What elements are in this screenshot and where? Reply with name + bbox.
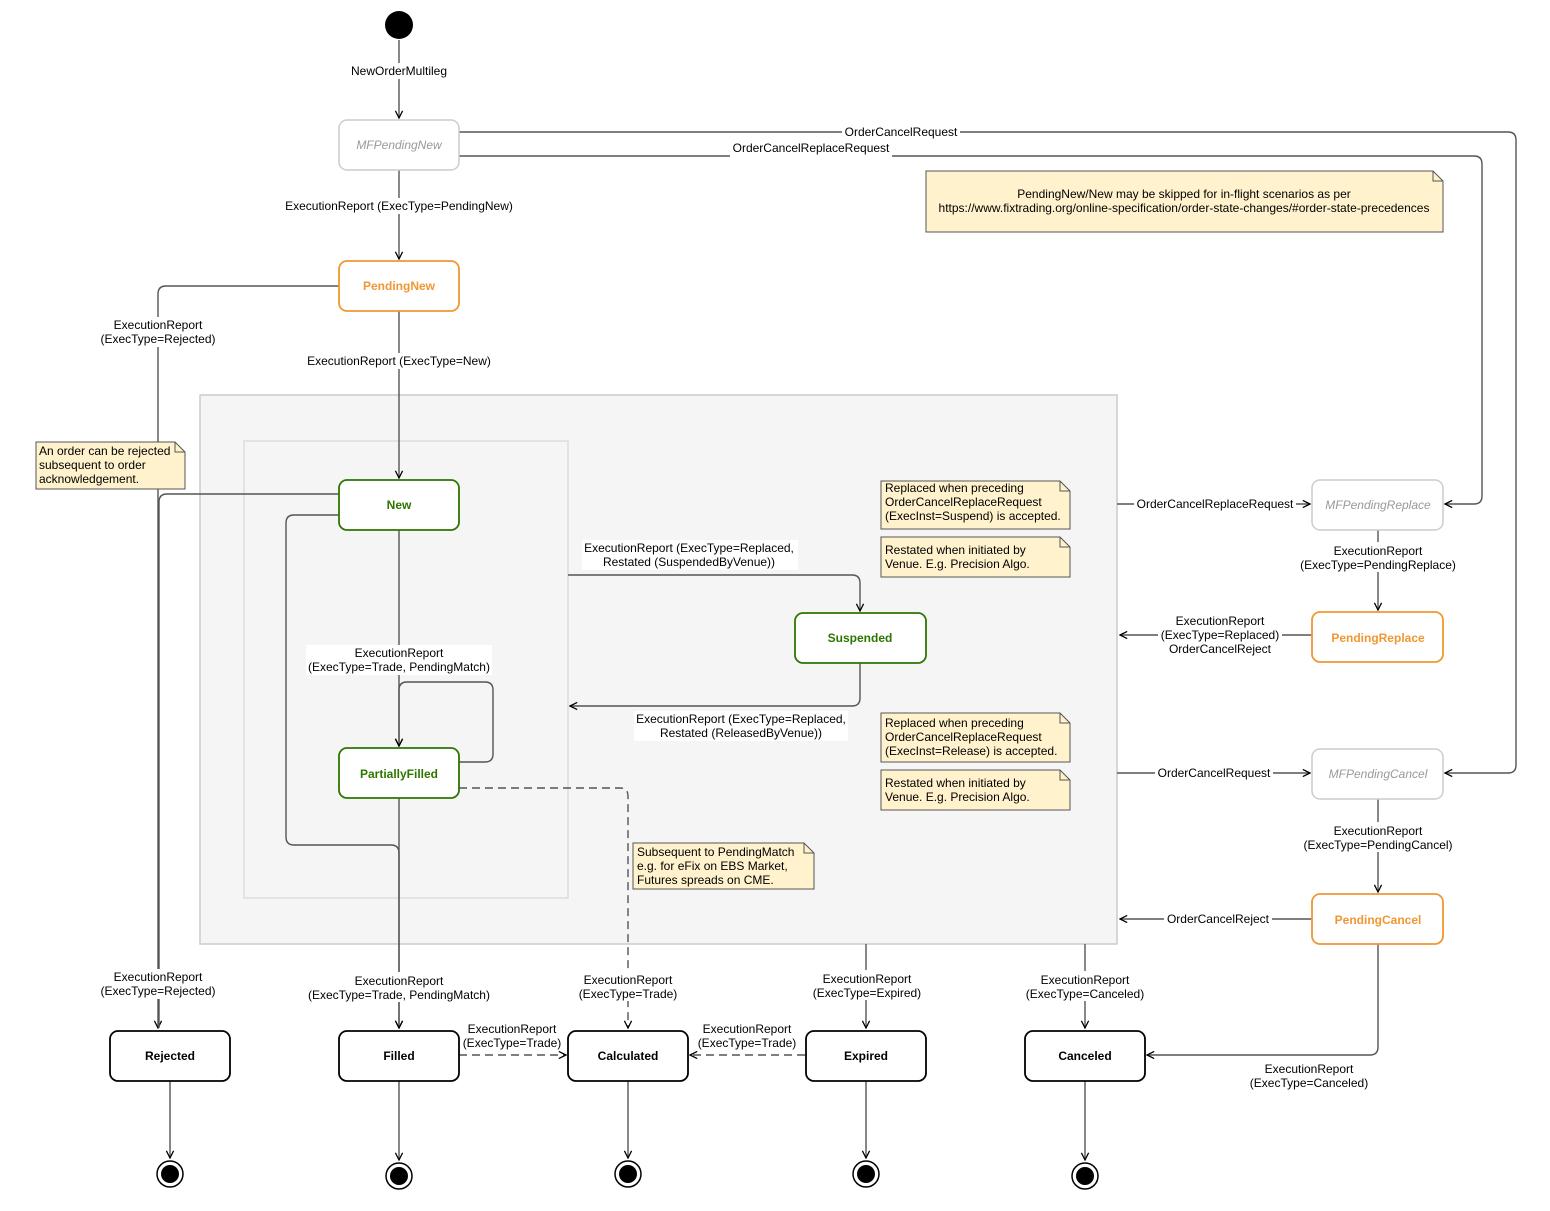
svg-text:Filled: Filled [383, 1049, 414, 1063]
final-node-filled [385, 1162, 413, 1190]
label-ocrr-side: OrderCancelReplaceRequest [1137, 497, 1294, 511]
label-er-pending-new: ExecutionReport (ExecType=PendingNew) [285, 199, 513, 213]
svg-text:PendingNew: PendingNew [363, 279, 436, 293]
edge-pendingnew-to-rejected [158, 285, 339, 1028]
state-canceled: Canceled [1024, 1030, 1146, 1082]
label-er-rejected-top: ExecutionReport(ExecType=Rejected) [100, 318, 215, 346]
note-skip-pendingnew: PendingNew/New may be skipped for in-fli… [925, 170, 1444, 233]
edge-container-to-suspended [568, 574, 860, 611]
svg-text:Rejected: Rejected [145, 1049, 195, 1063]
svg-text:PendingNew/New may be skipped: PendingNew/New may be skipped for in-fli… [939, 187, 1430, 215]
label-er-replaced-released: ExecutionReport (ExecType=Replaced,Resta… [636, 712, 846, 740]
svg-text:Suspended: Suspended [828, 631, 893, 645]
state-suspended: Suspended [794, 612, 927, 664]
label-er-new: ExecutionReport (ExecType=New) [307, 354, 491, 368]
label-order-cancel-request-top: OrderCancelRequest [845, 125, 958, 139]
svg-text:MFPendingCancel: MFPendingCancel [1329, 767, 1428, 781]
state-pendingnew: PendingNew [338, 260, 460, 312]
label-er-trade-pendingmatch-inner: ExecutionReport(ExecType=Trade, PendingM… [308, 646, 490, 674]
state-mfpendingcancel: MFPendingCancel [1311, 748, 1444, 800]
svg-text:New: New [387, 498, 412, 512]
state-rejected: Rejected [109, 1030, 231, 1082]
label-er-expired: ExecutionReport(ExecType=Expired) [813, 972, 921, 1000]
edge-new-loop-to-filled [285, 514, 399, 1028]
label-ocr-side: OrderCancelRequest [1158, 766, 1271, 780]
svg-text:PendingCancel: PendingCancel [1335, 913, 1422, 927]
state-calculated: Calculated [567, 1030, 689, 1082]
final-node-canceled [1071, 1162, 1099, 1190]
label-er-trade-filled-calculated: ExecutionReport(ExecType=Trade) [463, 1022, 562, 1050]
label-er-trade-pendingmatch-bottom: ExecutionReport(ExecType=Trade, PendingM… [308, 974, 490, 1002]
initial-node [385, 11, 413, 39]
label-er-canceled: ExecutionReport(ExecType=Canceled) [1026, 973, 1144, 1001]
state-pendingreplace: PendingReplace [1311, 611, 1444, 663]
edge-suspended-to-container [570, 663, 861, 706]
state-filled: Filled [338, 1030, 460, 1082]
svg-text:PendingReplace: PendingReplace [1331, 631, 1425, 645]
edge-new-to-rejected [158, 493, 339, 1028]
edge-partiallyfilled-self-loop [399, 681, 494, 763]
svg-text:Expired: Expired [844, 1049, 888, 1063]
label-er-replaced-reject: ExecutionReport(ExecType=Replaced)OrderC… [1161, 614, 1279, 656]
label-er-rejected-bottom: ExecutionReport(ExecType=Rejected) [100, 970, 215, 998]
edge-pendingcancel-to-canceled [1147, 944, 1379, 1055]
label-ocreject-side: OrderCancelReject [1167, 912, 1270, 926]
svg-text:Canceled: Canceled [1058, 1049, 1111, 1063]
edge-partiallyfilled-to-calculated [459, 787, 628, 1028]
svg-text:PartiallyFilled: PartiallyFilled [360, 767, 438, 781]
state-mfpendingreplace: MFPendingReplace [1311, 479, 1444, 531]
label-er-trade-expired-calculated: ExecutionReport(ExecType=Trade) [698, 1022, 797, 1050]
edge-mfpendingnew-cancel-replace-request [459, 155, 1483, 504]
svg-text:MFPendingReplace: MFPendingReplace [1325, 498, 1431, 512]
label-er-pending-cancel: ExecutionReport(ExecType=PendingCancel) [1303, 824, 1452, 852]
label-new-order-multileg: NewOrderMultileg [351, 64, 447, 78]
label-er-replaced-suspended: ExecutionReport (ExecType=Replaced,Resta… [584, 541, 794, 569]
state-pendingcancel: PendingCancel [1311, 893, 1444, 945]
label-er-canceled-right: ExecutionReport(ExecType=Canceled) [1250, 1062, 1368, 1090]
state-new: New [338, 479, 460, 531]
state-expired: Expired [805, 1030, 927, 1082]
final-node-rejected [156, 1160, 184, 1188]
state-mfpendingnew: MFPendingNew [338, 119, 460, 171]
svg-text:Calculated: Calculated [598, 1049, 659, 1063]
svg-text:MFPendingNew: MFPendingNew [356, 138, 443, 152]
edge-mfpendingnew-cancel-request [459, 131, 1517, 773]
final-node-calculated [614, 1160, 642, 1188]
state-partiallyfilled: PartiallyFilled [338, 747, 460, 799]
label-er-pending-replace: ExecutionReport(ExecType=PendingReplace) [1300, 544, 1456, 572]
final-node-expired [852, 1160, 880, 1188]
label-er-trade-calculated: ExecutionReport(ExecType=Trade) [579, 973, 678, 1001]
label-order-cancel-replace-request-top: OrderCancelReplaceRequest [733, 141, 890, 155]
